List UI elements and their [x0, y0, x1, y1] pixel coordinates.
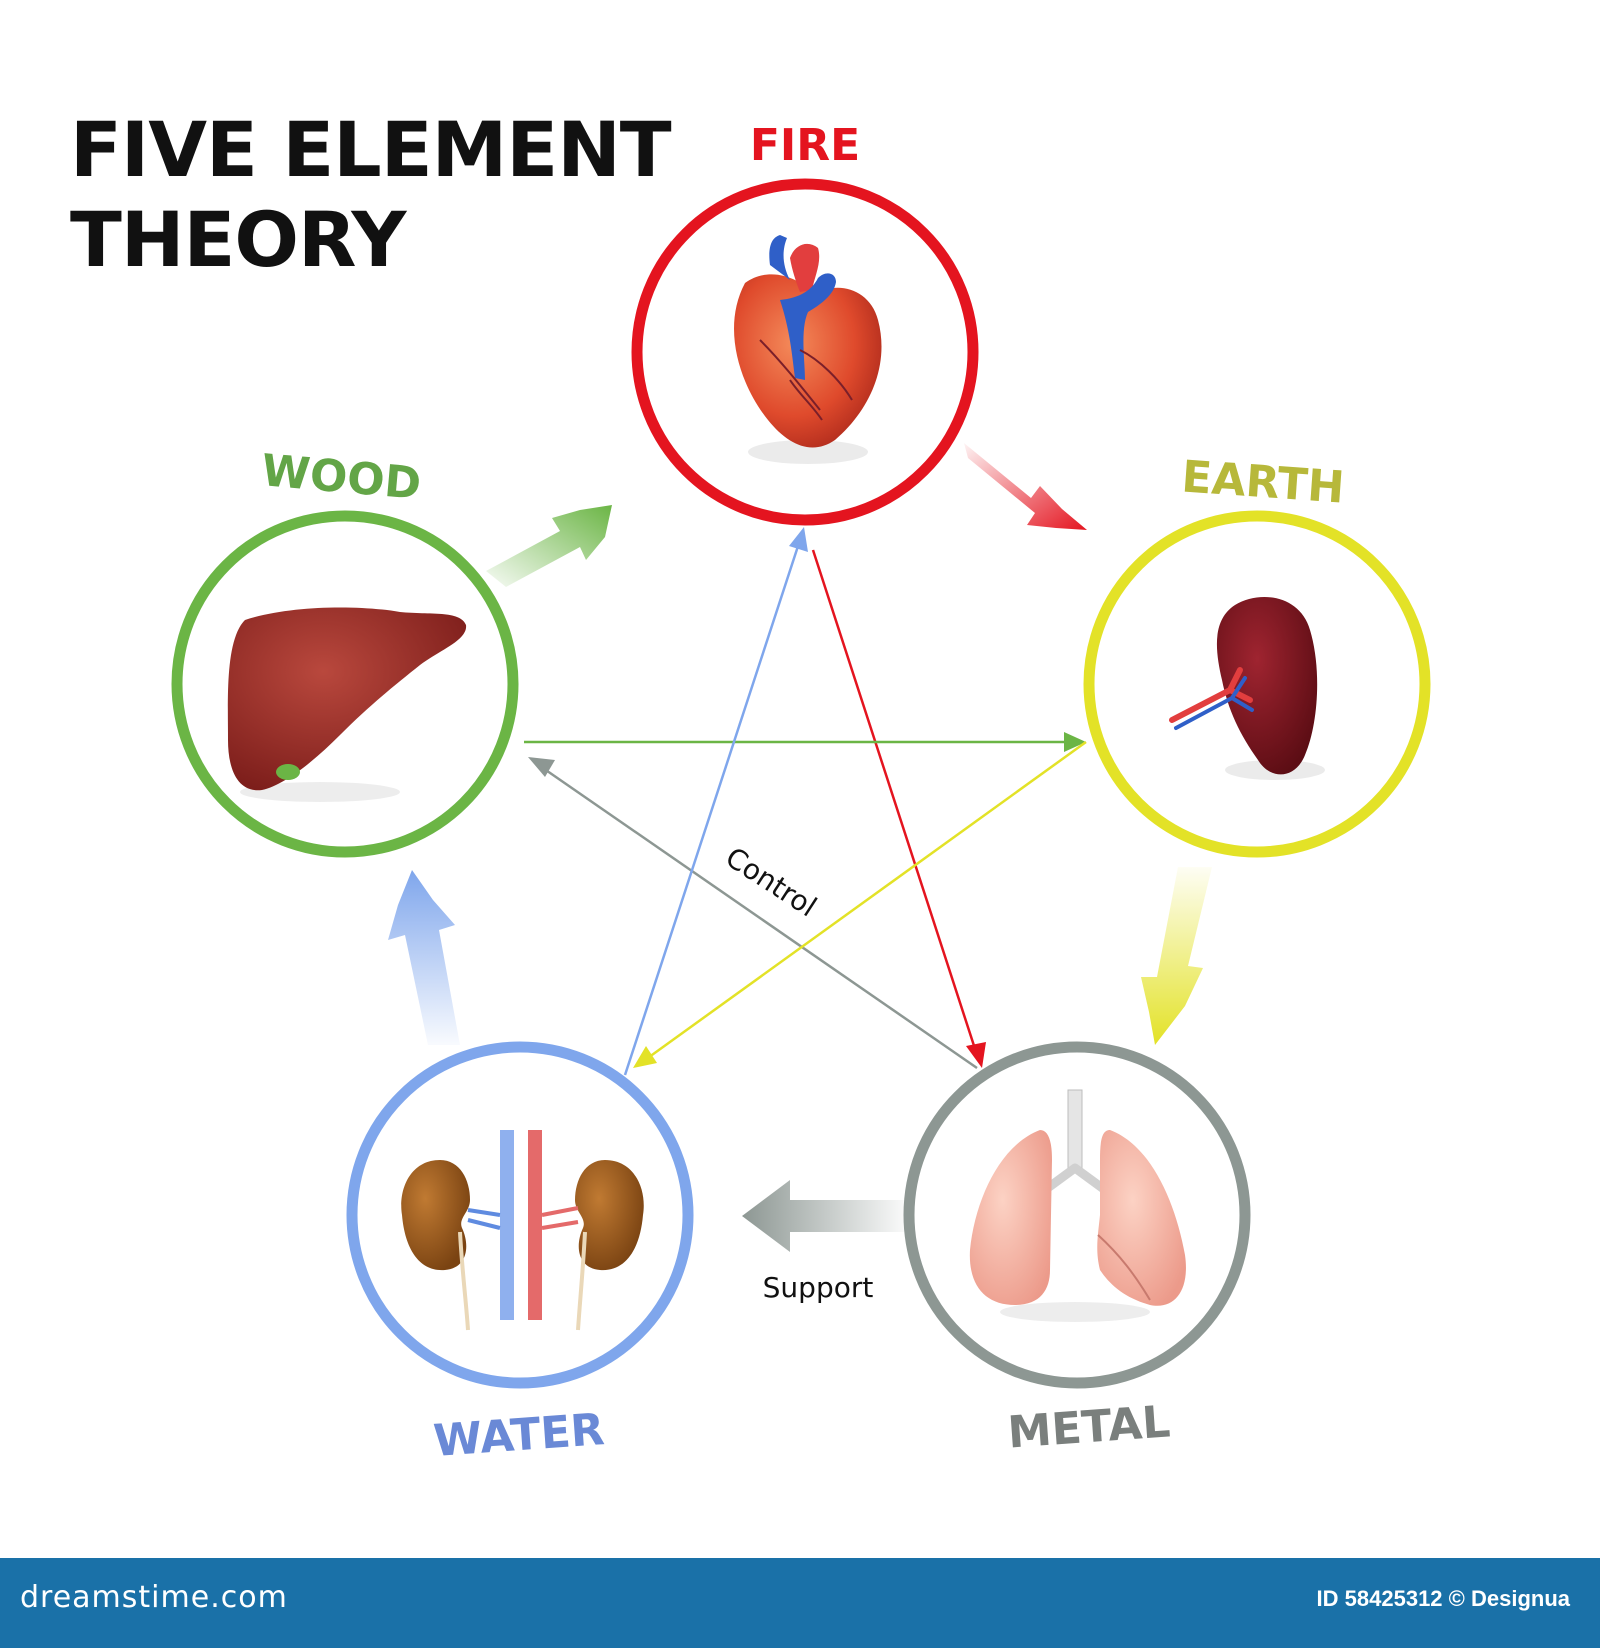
footer-site[interactable]: dreamstime.com — [20, 1580, 288, 1615]
control-arrow-fire-metal — [811, 549, 986, 1068]
water-ring — [346, 1041, 694, 1389]
element-water: WATER — [346, 1041, 694, 1467]
element-fire: FIRE — [631, 120, 979, 526]
support-arrow-fire-earth — [964, 443, 1087, 530]
control-arrow-wood-earth — [524, 732, 1086, 752]
element-earth: EARTH — [1083, 451, 1431, 858]
control-arrow-earth-water — [633, 740, 1087, 1068]
fire-label: FIRE — [750, 120, 860, 171]
control-label: Control — [720, 841, 823, 924]
control-arrow-water-fire — [623, 527, 808, 1076]
support-label: Support — [763, 1271, 874, 1304]
element-wood: WOOD — [171, 445, 519, 858]
liver-icon — [227, 607, 467, 802]
water-label: WATER — [432, 1404, 606, 1467]
page-title: FIVE ELEMENT THEORY — [70, 105, 672, 285]
support-arrow-wood-fire — [486, 505, 612, 587]
support-arrow-earth-metal — [1141, 867, 1212, 1045]
title-line-2: THEORY — [70, 195, 406, 284]
control-arrow-metal-wood — [528, 757, 978, 1070]
control-cycle — [524, 527, 1087, 1076]
footer-bar: dreamstime.com ID 58425312 © Designua — [0, 1558, 1600, 1648]
wood-label: WOOD — [259, 445, 423, 510]
lungs-icon — [969, 1089, 1186, 1322]
support-cycle — [388, 443, 1212, 1252]
earth-label: EARTH — [1180, 451, 1346, 513]
support-arrow-metal-water — [742, 1180, 905, 1252]
footer-id: ID 58425312 © Designua — [1316, 1586, 1570, 1611]
title-line-1: FIVE ELEMENT — [70, 105, 672, 194]
heart-icon — [734, 235, 882, 464]
support-arrow-water-wood — [388, 870, 460, 1045]
kidneys-icon — [401, 1130, 644, 1331]
spleen-icon — [1169, 597, 1325, 780]
element-metal: METAL — [903, 1041, 1251, 1459]
metal-label: METAL — [1006, 1396, 1172, 1458]
